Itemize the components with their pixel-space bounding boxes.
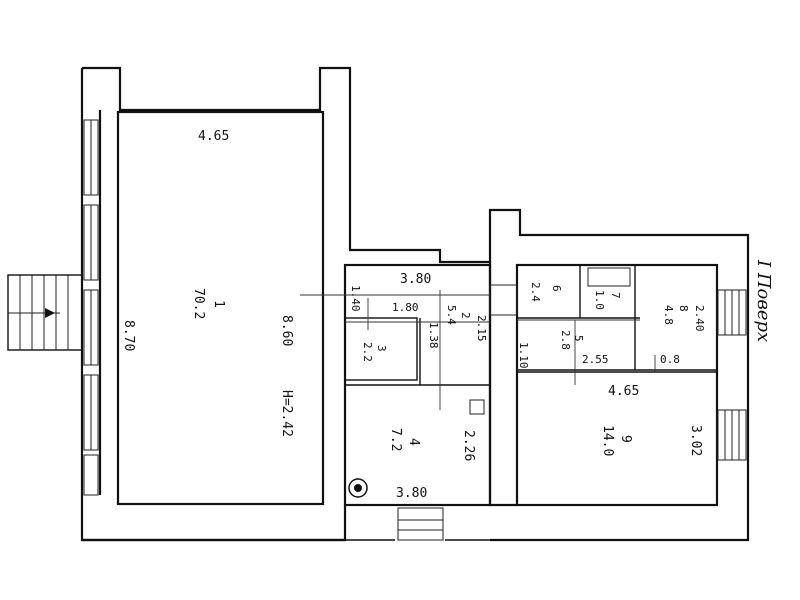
- dim-room9-len: 3.02: [688, 425, 703, 456]
- room-3-area: 2.2: [361, 342, 374, 362]
- right-windows: [717, 289, 747, 461]
- room-8-area: 4.8: [662, 305, 675, 325]
- room-2-number: 2: [459, 312, 472, 319]
- room-9-area: 14.0: [600, 425, 615, 456]
- dim-room8-len: 2.40: [693, 305, 706, 332]
- room-6-area: 2.4: [529, 282, 542, 302]
- dim-room4-width: 3.80: [396, 486, 427, 501]
- dim-room3-len: 1.38: [427, 322, 440, 349]
- room-1-number: 1: [211, 300, 226, 308]
- dim-room5-len: 1.10: [517, 342, 530, 369]
- dim-room8-extra: 0.8: [660, 353, 680, 366]
- dim-room1-width: 4.65: [198, 129, 229, 144]
- room-1-area: 70.2: [191, 288, 206, 319]
- dim-room5-width: 2.55: [582, 353, 609, 366]
- room-5-number: 5: [572, 335, 585, 342]
- stove-icon: [348, 478, 368, 498]
- labels: I Поверх 1 70.2 4.65 8.70 8.60 H=2.42 3.…: [121, 129, 774, 501]
- dim-room2-width: 1.80: [392, 301, 419, 314]
- dim-room1-length: 8.70: [121, 320, 136, 351]
- dim-corridor-depth: 1.40: [349, 285, 362, 312]
- partitions: [344, 265, 717, 415]
- dim-ceiling-height: H=2.42: [279, 390, 294, 437]
- room-7-area: 1.0: [593, 290, 606, 310]
- room-3-number: 3: [375, 345, 388, 352]
- room-6-number: 6: [550, 285, 563, 292]
- room-9-number: 9: [618, 435, 633, 443]
- floor-title: I Поверх: [753, 259, 774, 342]
- room-5-area: 2.8: [559, 330, 572, 350]
- room-2-area: 5.4: [445, 305, 458, 325]
- dim-room9-width: 4.65: [608, 384, 639, 399]
- dim-room4-len: 2.26: [461, 430, 476, 461]
- room-4-area: 7.2: [388, 428, 403, 451]
- dim-room2-len: 2.15: [475, 315, 488, 342]
- dimension-lines: [300, 290, 656, 410]
- entrance-stairs: [7, 274, 83, 351]
- bottom-entrance: [397, 507, 444, 541]
- dim-corridor-width: 3.80: [400, 272, 431, 287]
- left-windows: [83, 119, 99, 496]
- room-7-number: 7: [609, 292, 622, 299]
- room-8-number: 8: [677, 305, 690, 312]
- dim-room1-inner: 8.60: [279, 315, 294, 346]
- room-4-number: 4: [406, 438, 421, 446]
